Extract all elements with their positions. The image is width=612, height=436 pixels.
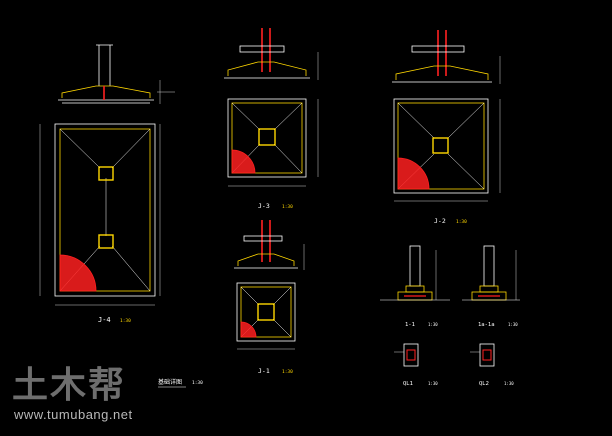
section-ql2-scale: 1:30 — [504, 381, 514, 386]
j3-scale: 1:30 — [282, 204, 293, 210]
watermark-brand: 土木帮 — [12, 364, 126, 406]
footing-j1-elevation — [234, 220, 305, 270]
section-1a-1a-scale: 1:30 — [508, 322, 518, 327]
footing-j3-plan — [227, 98, 319, 187]
detail-scale: 1:30 — [192, 380, 203, 386]
section-ql1-title: QL1 — [403, 381, 413, 387]
section-1a-1a-title: 1a-1a — [478, 322, 495, 328]
section-1-1 — [380, 245, 450, 301]
watermark: 土木帮 www.tumubang.net — [12, 364, 133, 422]
footing-j1-plan — [236, 282, 296, 350]
section-ql2-title: QL2 — [479, 381, 489, 387]
j1-title: J-1 — [258, 367, 270, 375]
watermark-url: www.tumubang.net — [13, 407, 133, 422]
footing-j4-elevation — [58, 44, 175, 104]
j2-title: J-2 — [434, 217, 446, 225]
footing-j2-plan — [393, 98, 501, 202]
footing-j2-elevation — [392, 30, 501, 84]
section-1-1-scale: 1:30 — [428, 322, 438, 327]
j2-scale: 1:30 — [456, 219, 467, 225]
section-ql2 — [470, 343, 495, 367]
j4-scale: 1:30 — [120, 318, 131, 324]
j4-title: J-4 — [98, 316, 111, 324]
section-1a-1a — [462, 245, 520, 301]
footing-j3-elevation — [224, 28, 319, 80]
footing-j4-plan — [39, 123, 161, 306]
section-ql1 — [394, 343, 419, 367]
detail-heading: 基础详图 — [158, 378, 182, 386]
section-ql1-scale: 1:30 — [428, 381, 438, 386]
section-1-1-title: 1-1 — [405, 322, 415, 328]
j3-title: J-3 — [258, 202, 270, 210]
j1-scale: 1:30 — [282, 369, 293, 375]
